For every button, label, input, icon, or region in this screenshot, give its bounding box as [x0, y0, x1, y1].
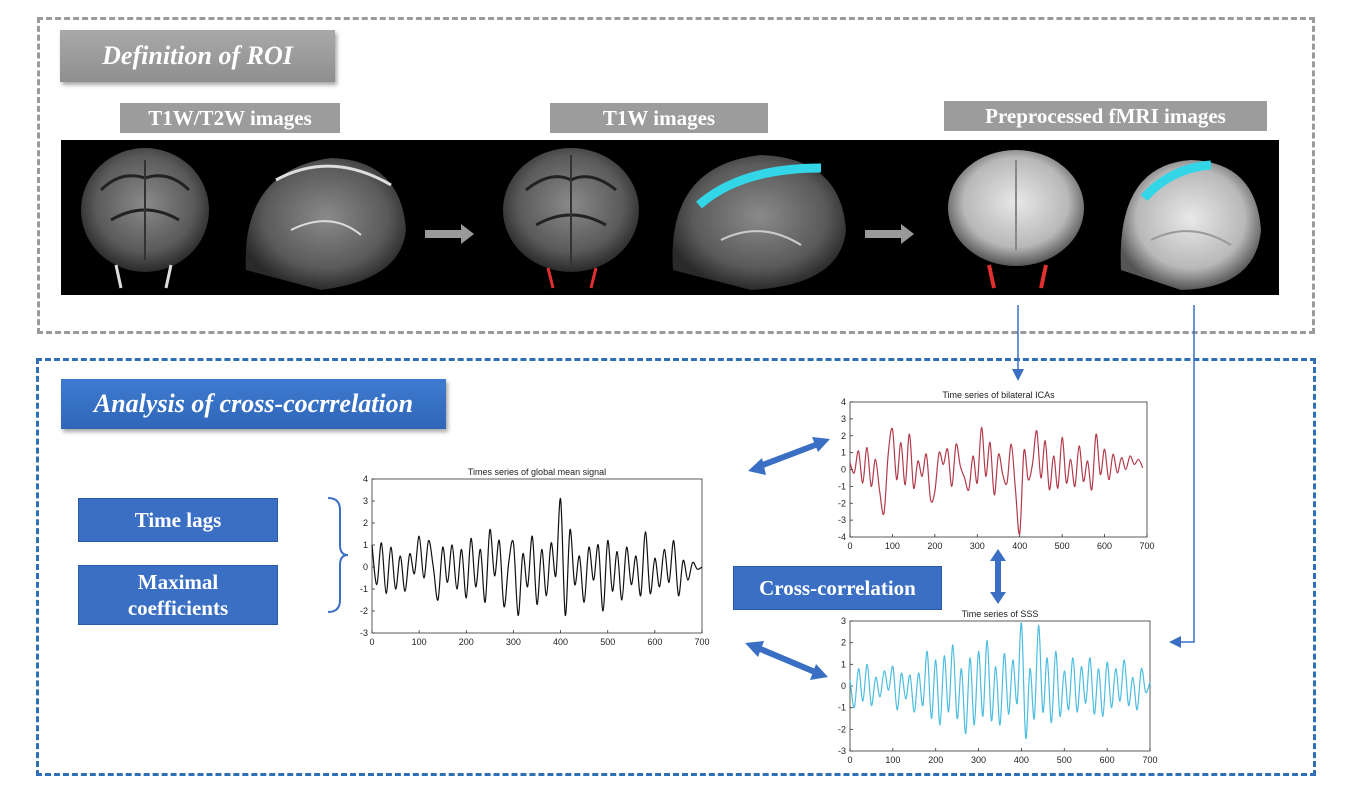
label-preprocessed-fmri-images: Preprocessed fMRI images — [944, 101, 1267, 131]
double-arrow-global-sss — [745, 641, 828, 680]
y-tick-label: -2 — [838, 724, 846, 734]
maximal-coefficients-box: Maximal coefficients — [78, 565, 278, 625]
x-tick-label: 0 — [847, 541, 852, 551]
x-tick-label: 500 — [1057, 755, 1072, 765]
t1w-sagittal-image — [672, 155, 846, 290]
y-tick-label: 0 — [363, 562, 368, 572]
series-line — [371, 498, 703, 617]
y-tick-label: -1 — [838, 703, 846, 713]
series-line — [849, 426, 1144, 535]
double-arrow-global-ica — [748, 437, 830, 475]
fmri-coronal-image — [948, 150, 1084, 289]
metrics-brace — [327, 497, 349, 613]
double-arrow-ica-sss — [990, 549, 1006, 604]
series-line — [849, 622, 1151, 739]
x-tick-label: 700 — [1142, 755, 1157, 765]
label-t1w-images: T1W images — [550, 103, 768, 133]
x-tick-label: 300 — [506, 637, 521, 647]
x-tick-label: 200 — [928, 755, 943, 765]
x-tick-label: 100 — [885, 755, 900, 765]
y-tick-label: 2 — [841, 638, 846, 648]
y-tick-label: 2 — [841, 431, 846, 441]
chart-title: Times series of global mean signal — [468, 467, 606, 477]
cross-correlation-section — [36, 358, 1316, 776]
x-tick-label: 700 — [694, 637, 709, 647]
x-tick-label: 300 — [970, 541, 985, 551]
y-tick-label: 2 — [363, 518, 368, 528]
y-tick-label: 1 — [841, 448, 846, 458]
chart-title: Time series of SSS — [962, 609, 1039, 619]
fmri-sagittal-image — [1120, 160, 1261, 290]
process-arrow-1 — [425, 224, 474, 244]
x-tick-label: 100 — [412, 637, 427, 647]
x-tick-label: 400 — [553, 637, 568, 647]
x-tick-label: 100 — [885, 541, 900, 551]
y-tick-label: -3 — [838, 515, 846, 525]
y-tick-label: -1 — [838, 481, 846, 491]
y-tick-label: 3 — [841, 616, 846, 626]
y-tick-label: 0 — [841, 465, 846, 475]
y-tick-label: -3 — [838, 746, 846, 756]
y-tick-label: 1 — [841, 659, 846, 669]
x-tick-label: 500 — [600, 637, 615, 647]
y-tick-label: 0 — [841, 681, 846, 691]
x-tick-label: 500 — [1055, 541, 1070, 551]
cross-correlation-section-title: Analysis of cross-cocrrelation — [61, 379, 446, 429]
mri-image-strip — [61, 140, 1279, 295]
x-tick-label: 0 — [369, 637, 374, 647]
x-tick-label: 600 — [647, 637, 662, 647]
y-tick-label: 1 — [363, 540, 368, 550]
x-tick-label: 700 — [1139, 541, 1154, 551]
x-tick-label: 300 — [971, 755, 986, 765]
y-tick-label: -3 — [360, 628, 368, 638]
mri-images — [81, 148, 1261, 290]
connector-sss — [1169, 305, 1195, 648]
maximal-coefficients-line1: Maximal — [137, 569, 219, 594]
cross-correlation-box: Cross-correlation — [733, 566, 942, 610]
y-tick-label: 4 — [841, 397, 846, 407]
x-tick-label: 200 — [927, 541, 942, 551]
y-tick-label: -1 — [360, 584, 368, 594]
plot-area — [849, 401, 1148, 538]
x-tick-label: 0 — [847, 755, 852, 765]
chart-sss: Time series of SSS 0 100 200 300 400 500 600 700… — [838, 609, 1158, 765]
y-tick-label: -2 — [838, 498, 846, 508]
t1w-coronal-image — [503, 148, 639, 289]
x-tick-label: 400 — [1012, 541, 1027, 551]
y-tick-label: 4 — [363, 474, 368, 484]
roi-section-title: Definition of ROI — [60, 30, 335, 82]
label-t1w-t2w-images: T1W/T2W images — [120, 103, 340, 133]
y-tick-label: 3 — [363, 496, 368, 506]
x-tick-label: 600 — [1100, 755, 1115, 765]
chart-bilateral-icas: Time series of bilateral ICAs 0 100 200 300 4… — [838, 390, 1155, 551]
chart-title: Time series of bilateral ICAs — [942, 390, 1055, 400]
x-tick-label: 200 — [459, 637, 474, 647]
x-tick-label: 400 — [1014, 755, 1029, 765]
maximal-coefficients-line2: coefficients — [127, 596, 229, 620]
t2w-coronal-image — [81, 148, 209, 289]
y-tick-label: -4 — [838, 532, 846, 542]
t2w-sagittal-image — [245, 158, 406, 290]
y-tick-label: -2 — [360, 606, 368, 616]
time-lags-box: Time lags — [78, 498, 278, 542]
x-tick-label: 600 — [1097, 541, 1112, 551]
roi-definition-section — [37, 17, 1315, 334]
y-tick-label: 3 — [841, 414, 846, 424]
process-arrow-2 — [865, 224, 914, 244]
